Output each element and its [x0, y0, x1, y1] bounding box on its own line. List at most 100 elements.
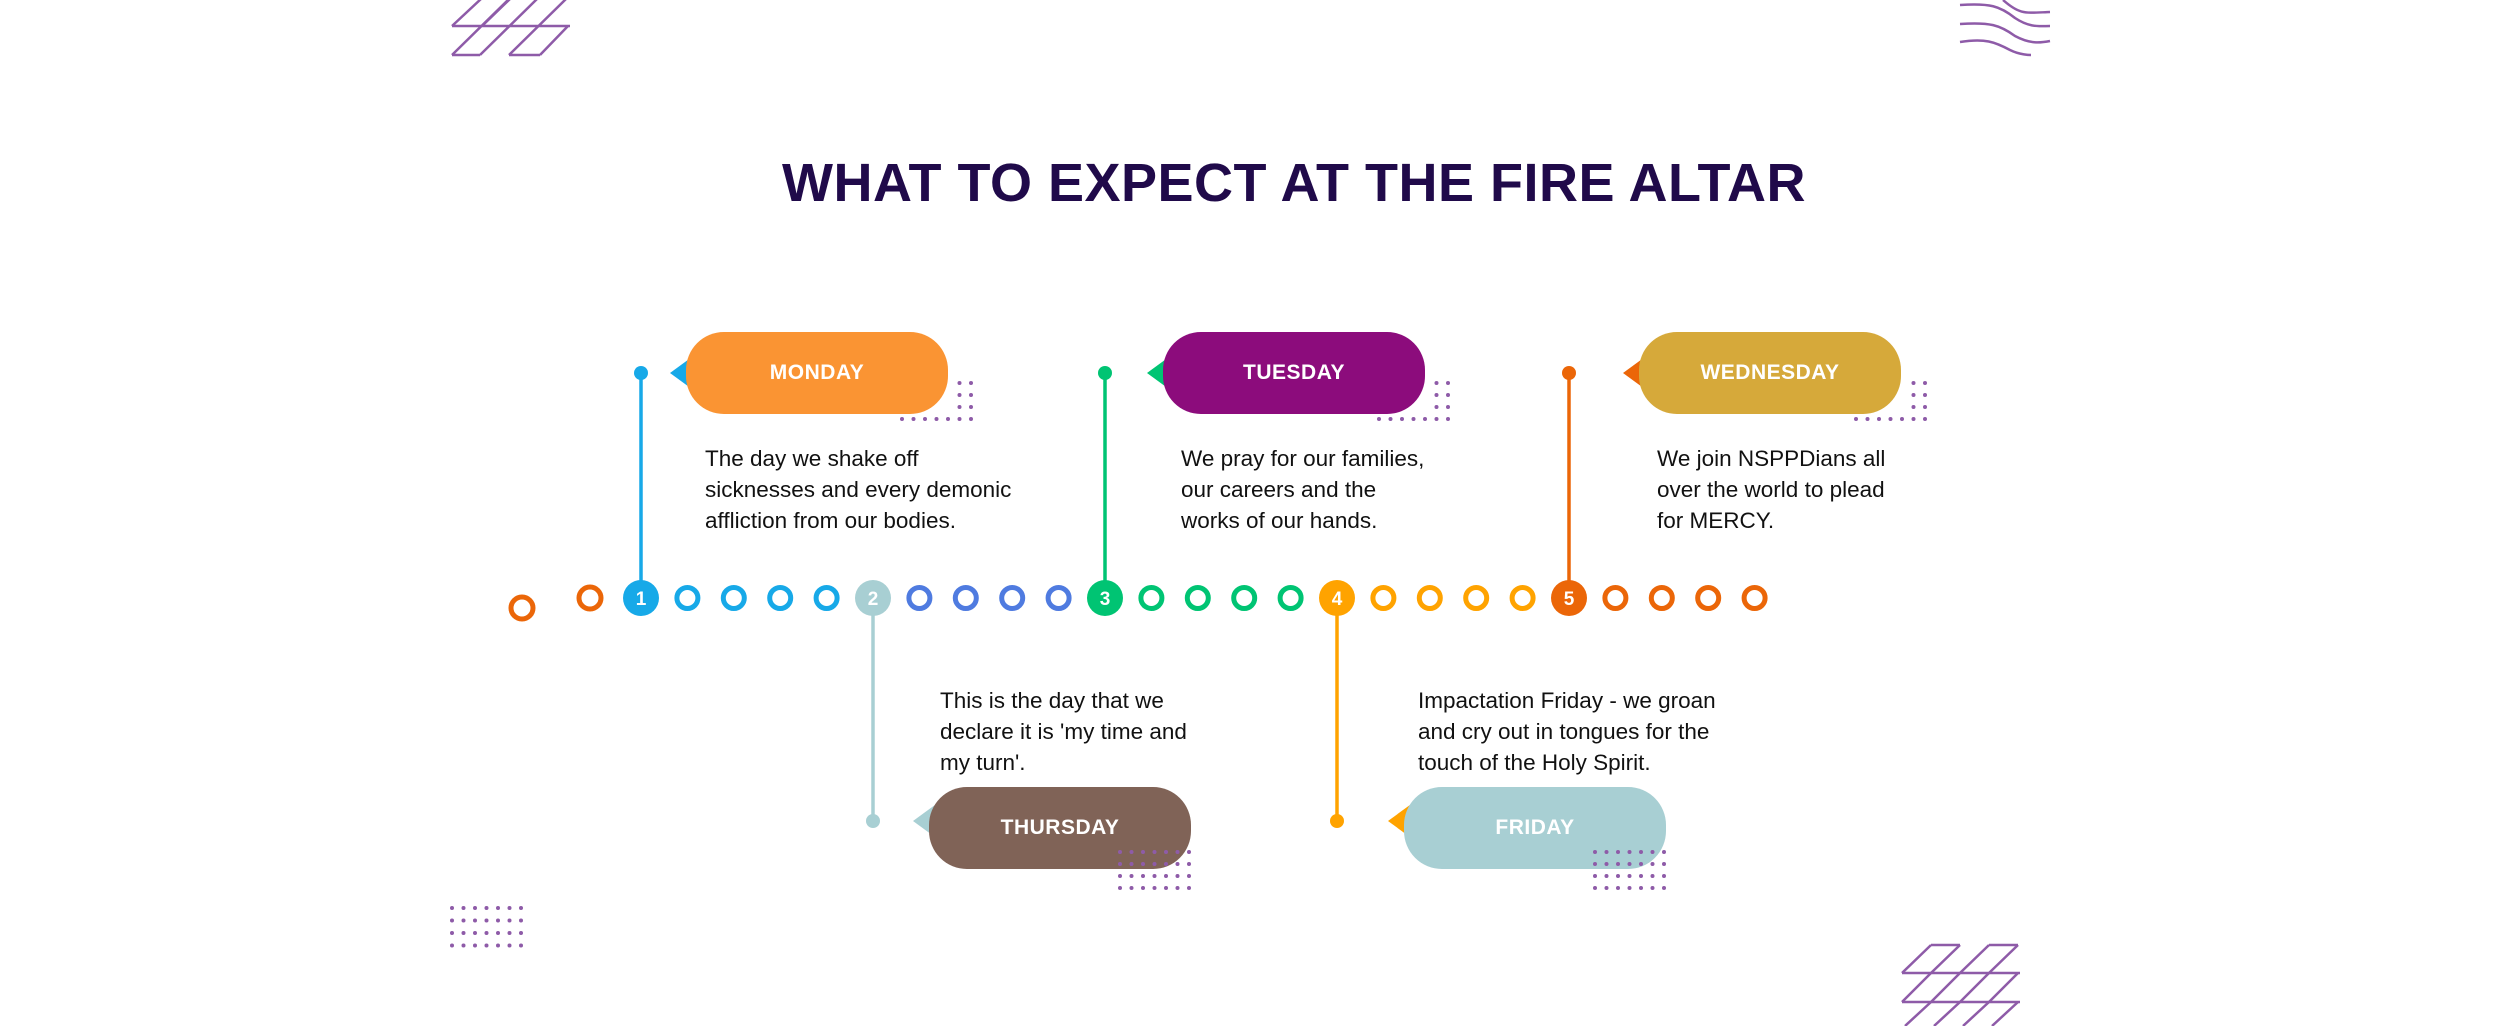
decor-dot [1911, 417, 1916, 421]
decor-dot [1141, 874, 1145, 878]
decor-dot [1446, 393, 1450, 397]
hatch-decor-bottom-right [1901, 943, 2020, 1026]
decor-dot [1604, 850, 1609, 854]
timeline-ring [1138, 585, 1165, 611]
timeline-ring [813, 585, 840, 611]
timeline-ring [576, 584, 604, 612]
decor-dot [1118, 850, 1122, 854]
decor-dot [507, 906, 512, 910]
decor-dot [461, 918, 466, 923]
decor-dot [969, 393, 973, 397]
timeline-ring [999, 585, 1026, 611]
decor-dot [519, 943, 523, 948]
decor-dot [1662, 874, 1666, 878]
decor-dot [1411, 417, 1416, 421]
decor-dot [1152, 886, 1157, 890]
decor-dot [1854, 417, 1858, 421]
timeline-node [1551, 580, 1587, 616]
decor-dot [923, 417, 927, 421]
timeline-ring [1602, 585, 1629, 611]
timeline-ring [1231, 585, 1258, 611]
decor-dot [484, 906, 489, 910]
decor-dot [1662, 850, 1666, 854]
wave-decor-top-right [1959, 0, 2051, 57]
decor-dot [450, 918, 454, 923]
decor-dot [1152, 850, 1157, 854]
monday-pill: MONDAY [686, 332, 948, 414]
decor-dot [473, 931, 477, 935]
decor-dot [1923, 417, 1927, 421]
decor-dot [1639, 886, 1643, 890]
decor-dot [1141, 850, 1145, 854]
decor-dot [1639, 874, 1643, 878]
decor-dot [1627, 886, 1632, 890]
timeline-ring [1463, 585, 1490, 611]
decor-dot [1141, 886, 1145, 890]
decor-dot [1129, 850, 1134, 854]
timeline-ring [674, 585, 701, 611]
timeline-node-number: 5 [1564, 589, 1575, 610]
wednesday-pill: WEDNESDAY [1639, 332, 1901, 414]
decor-dot [1187, 874, 1191, 878]
decor-dot [1434, 381, 1439, 385]
decor-dot [1593, 850, 1597, 854]
dot-grid-decor [450, 381, 1927, 948]
decor-dot [507, 943, 512, 948]
decor-dot [484, 931, 489, 935]
timeline-ring [906, 585, 933, 611]
decor-dot [496, 931, 500, 935]
decor-dot [1129, 874, 1134, 878]
decor-dot [934, 417, 939, 421]
decor-dot [496, 943, 500, 948]
tuesday-description: We pray for our families, our careers an… [1181, 446, 1425, 533]
timeline-node [623, 580, 659, 616]
timeline-ring [767, 585, 794, 611]
decor-dot [1877, 417, 1881, 421]
decor-dot [1662, 886, 1666, 890]
timeline-ring [1416, 585, 1443, 611]
decor-dot [1129, 862, 1134, 866]
decor-dot [1616, 862, 1620, 866]
thursday-description: This is the day that we declare it is 'm… [940, 688, 1187, 775]
decor-dot [957, 405, 962, 409]
decor-dot [1141, 862, 1145, 866]
timeline-ring [1648, 585, 1675, 611]
decor-dot [1434, 393, 1439, 397]
timeline-ring [1741, 585, 1768, 611]
decor-dot [1616, 874, 1620, 878]
timeline-ring [1370, 585, 1397, 611]
friday-description: Impactation Friday - we groan and cry ou… [1418, 688, 1716, 775]
monday-description: The day we shake off sicknesses and ever… [705, 446, 1012, 533]
decor-dot [473, 918, 477, 923]
timeline-node [1319, 580, 1355, 616]
decor-dot [1662, 862, 1666, 866]
timeline-ring [1695, 585, 1722, 611]
decor-dot [1175, 850, 1180, 854]
tuesday-pill: TUESDAY [1163, 332, 1425, 414]
thursday-pill: THURSDAY [929, 787, 1191, 869]
decor-dot [1923, 393, 1927, 397]
decor-dot [1446, 381, 1450, 385]
decor-dot [1423, 417, 1427, 421]
decor-dot [1129, 886, 1134, 890]
decor-dot [1434, 417, 1439, 421]
decor-dot [519, 906, 523, 910]
timeline-ring [1184, 585, 1211, 611]
decor-dot [473, 943, 477, 948]
decor-dot [1650, 886, 1655, 890]
decor-dot [1593, 862, 1597, 866]
timeline-node-number: 3 [1100, 589, 1111, 610]
decor-dot [1187, 862, 1191, 866]
decor-dot [911, 417, 916, 421]
decor-dot [461, 931, 466, 935]
timeline-ring [720, 585, 747, 611]
decor-dot [450, 943, 454, 948]
decor-dot [461, 906, 466, 910]
decor-dot [1152, 862, 1157, 866]
connector-dot [1562, 366, 1576, 380]
hatch-decor-top-left [451, 0, 570, 57]
decor-dot [484, 918, 489, 923]
decor-dot [496, 906, 500, 910]
